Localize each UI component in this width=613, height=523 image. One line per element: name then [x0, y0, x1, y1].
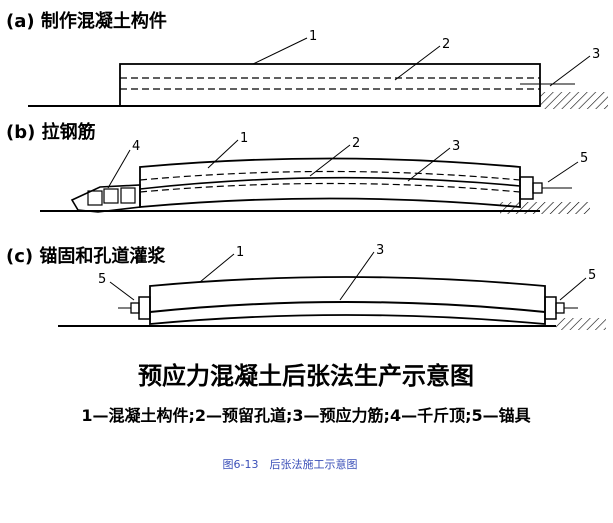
panel-a-label: (a) 制作混凝土构件	[6, 10, 167, 32]
leader-line	[339, 251, 375, 301]
leader-line	[107, 149, 131, 189]
callout-2: 2	[442, 37, 450, 52]
anchorage	[519, 176, 572, 200]
leader-line	[309, 144, 351, 177]
anchorage-left	[118, 296, 151, 320]
ground-hatch	[540, 92, 608, 109]
reserved-duct	[139, 182, 521, 193]
panel-b: (b) 拉钢筋 1 2 3 4 5	[6, 121, 590, 214]
prestressing-tendon	[149, 301, 546, 313]
callout-2: 2	[352, 136, 360, 151]
concrete-member	[149, 276, 546, 325]
panel-b-label: (b) 拉钢筋	[6, 121, 96, 143]
callout-5-right: 5	[588, 268, 596, 283]
callout-5: 5	[580, 151, 588, 166]
ground-hatch	[500, 202, 590, 214]
panel-c: (c) 锚固和孔道灌浆 1 3 5 5	[6, 243, 606, 330]
leader-line	[394, 45, 441, 81]
diagram-title: 预应力混凝土后张法生产示意图	[138, 362, 474, 390]
callout-1: 1	[240, 131, 248, 146]
legend: 1—混凝土构件;2—预留孔道;3—预应力筋;4—千斤顶;5—锚具	[81, 406, 530, 425]
leader-line	[109, 281, 135, 301]
panel-c-label: (c) 锚固和孔道灌浆	[6, 245, 166, 267]
ground-hatch	[556, 318, 606, 330]
leader-line	[407, 147, 451, 182]
leader-line	[252, 37, 308, 65]
anchorage-right	[544, 296, 578, 320]
concrete-member	[119, 63, 541, 107]
callout-3: 3	[376, 243, 384, 258]
leader-line	[207, 139, 239, 169]
callout-1: 1	[236, 245, 244, 260]
prestressing-tendon	[139, 176, 521, 190]
leader-line	[199, 253, 235, 283]
concrete-member	[139, 157, 521, 208]
leader-line	[547, 161, 579, 183]
callout-3: 3	[452, 139, 460, 154]
panel-a: (a) 制作混凝土构件 1 2 3	[6, 10, 608, 109]
callout-4: 4	[132, 139, 140, 154]
callout-5-left: 5	[98, 272, 106, 287]
leader-line	[549, 55, 591, 87]
reserved-duct	[139, 170, 521, 181]
leader-line	[559, 277, 587, 301]
jack	[70, 184, 141, 213]
callout-1: 1	[309, 29, 317, 44]
callout-3: 3	[592, 47, 600, 62]
figure-caption: 图6-13 后张法施工示意图	[223, 457, 358, 471]
